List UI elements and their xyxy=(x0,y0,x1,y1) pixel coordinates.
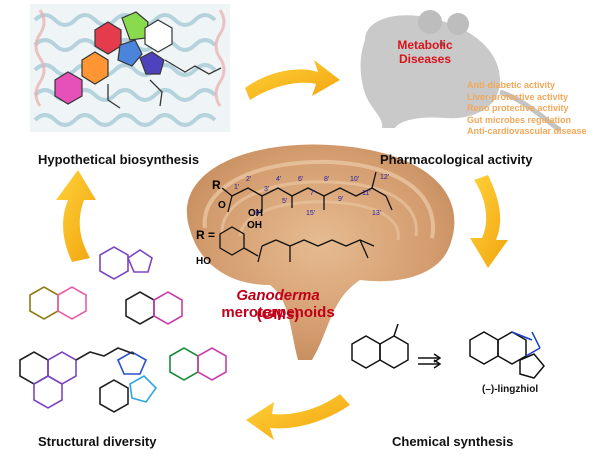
atom-6p-label: 6' xyxy=(298,176,304,183)
gm-core-structure-icon xyxy=(219,171,393,263)
metabolic-diseases-label: Metabolic Diseases xyxy=(390,38,460,66)
activity-item: Liver-protective activity xyxy=(467,91,569,102)
activity-item: Reno protective activity xyxy=(467,103,569,113)
center-title: Ganoderma meroterpenoids xyxy=(178,287,378,321)
gm-diversity-structures-icon xyxy=(19,246,227,413)
activity-list: Anti-diabetic activity Liver-protective … xyxy=(467,80,587,138)
atom-8p-label: 8' xyxy=(324,176,330,183)
metabolic-line2: Diseases xyxy=(398,52,452,66)
atom-2p-label: 2' xyxy=(246,176,252,183)
metabolic-line1: Metabolic xyxy=(397,38,453,52)
atom-13p-label: 13' xyxy=(372,210,382,217)
cycle-arrows-icon xyxy=(56,60,508,440)
oh-label-center: OH xyxy=(247,220,262,231)
atom-4p-label: 4' xyxy=(276,176,282,183)
atom-10p-label: 10' xyxy=(350,176,360,183)
atom-14p-label: 14' xyxy=(252,210,262,217)
activity-item: Gut microbes regulation xyxy=(467,114,572,125)
caption-structural-diversity: Structural diversity xyxy=(38,434,157,449)
activity-item: Anti-cardiovascular disease xyxy=(467,126,587,136)
oh-label-top: OH xyxy=(248,208,263,219)
atom-3p-label: 3' xyxy=(264,186,270,193)
atom-11p-label: 11' xyxy=(362,190,371,197)
atom-5p-label: 5' xyxy=(282,198,288,205)
r-equals-label: R = xyxy=(196,228,216,242)
caption-pharmacological-activity: Pharmacological activity xyxy=(380,152,533,167)
atom-15p-label: 15' xyxy=(306,210,316,217)
atom-12p-label: 12' xyxy=(380,174,390,181)
caption-hypothetical-biosynthesis: Hypothetical biosynthesis xyxy=(38,152,200,167)
mouse-icon xyxy=(360,10,562,133)
enzyme-structure-icon xyxy=(30,4,230,132)
caption-chemical-synthesis: Chemical synthesis xyxy=(392,434,514,449)
atom-1p-label: 1' xyxy=(234,184,240,191)
o-label-top: O xyxy=(218,200,226,211)
center-subtitle: (GMs) xyxy=(256,306,300,323)
r-group-label-top: R xyxy=(212,178,221,192)
center-title-rest: meroterpenoids xyxy=(221,304,335,321)
compound-name: (–)-lingzhiol xyxy=(482,384,539,395)
center-title-genus: Ganoderma xyxy=(236,287,320,304)
chemical-synthesis-structures-icon xyxy=(351,323,545,379)
atom-9p-label: 9' xyxy=(338,196,344,203)
ho-label-center: HO xyxy=(196,256,211,267)
atom-7p-label: 7' xyxy=(310,190,316,197)
activity-item: Anti-diabetic activity xyxy=(467,80,556,90)
